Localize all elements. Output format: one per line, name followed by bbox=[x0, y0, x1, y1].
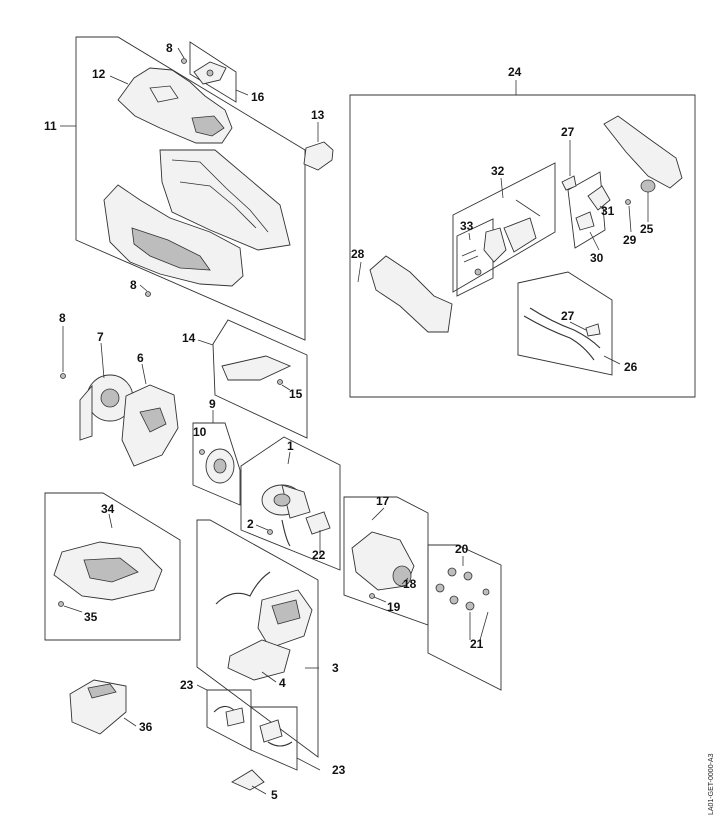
panel-26-cable bbox=[517, 271, 613, 376]
callout-numbers: 11 12 8 16 13 8 8 7 6 14 15 9 10 1 2 22 … bbox=[44, 41, 654, 802]
part-16-cover-plate bbox=[193, 61, 227, 85]
part-12-top-housing bbox=[117, 67, 233, 144]
callout-33: 33 bbox=[460, 219, 474, 233]
callout-3: 3 bbox=[332, 661, 339, 675]
callout-28: 28 bbox=[351, 247, 365, 261]
callout-20: 20 bbox=[455, 542, 469, 556]
part-4-tray bbox=[227, 639, 291, 681]
panel-34-base bbox=[44, 492, 181, 641]
part-1-motor bbox=[261, 484, 331, 547]
part-11-lower-housing bbox=[103, 149, 291, 287]
callout-6: 6 bbox=[137, 351, 144, 365]
callout-23: 23 bbox=[180, 678, 194, 692]
part-20-fasteners bbox=[435, 567, 490, 611]
callout-31: 31 bbox=[601, 204, 615, 218]
callout-24: 24 bbox=[508, 65, 522, 79]
leader-lines bbox=[60, 47, 649, 795]
part-drawings bbox=[53, 58, 683, 791]
callout-26: 26 bbox=[624, 360, 638, 374]
callout-34: 34 bbox=[101, 502, 115, 516]
part-17-gear-housing bbox=[351, 531, 415, 599]
panel-11-housing bbox=[75, 36, 306, 341]
callout-14: 14 bbox=[182, 331, 196, 345]
callout-27: 27 bbox=[561, 125, 575, 139]
callout-25: 25 bbox=[640, 222, 654, 236]
callout-9: 9 bbox=[209, 397, 216, 411]
part-8-screws bbox=[60, 58, 283, 385]
panel-33-spring bbox=[456, 218, 494, 297]
panel-20-fasteners bbox=[427, 544, 502, 691]
part-26-cable bbox=[523, 307, 601, 361]
callout-27: 27 bbox=[561, 309, 575, 323]
panel-9-fan bbox=[192, 422, 241, 506]
panel-1-motor bbox=[240, 436, 341, 571]
callout-11: 11 bbox=[44, 119, 57, 133]
part-30-knob bbox=[575, 185, 611, 231]
callout-19: 19 bbox=[387, 600, 401, 614]
part-3-electronics bbox=[215, 571, 313, 649]
part-27-clip bbox=[561, 175, 601, 337]
callout-29: 29 bbox=[623, 233, 637, 247]
callout-35: 35 bbox=[84, 610, 98, 624]
callout-13: 13 bbox=[311, 108, 325, 122]
callout-8: 8 bbox=[166, 41, 173, 55]
callout-8: 8 bbox=[130, 278, 137, 292]
part-32-switch bbox=[483, 199, 541, 263]
callout-15: 15 bbox=[289, 387, 303, 401]
callout-18: 18 bbox=[403, 577, 417, 591]
callout-16: 16 bbox=[251, 90, 265, 104]
callout-7: 7 bbox=[97, 330, 104, 344]
callout-1: 1 bbox=[287, 439, 294, 453]
panel-30-knob bbox=[567, 171, 606, 249]
callout-8: 8 bbox=[59, 311, 66, 325]
callout-12: 12 bbox=[92, 67, 106, 81]
part-36-battery-cover bbox=[69, 679, 127, 735]
panel-14-flap bbox=[212, 319, 308, 439]
assembly-panels bbox=[44, 36, 696, 771]
callout-21: 21 bbox=[470, 637, 484, 651]
part-7-volute bbox=[79, 374, 134, 441]
panel-23b-wiring bbox=[250, 706, 298, 771]
panel-16-cover bbox=[189, 41, 237, 103]
part-6-fan-housing bbox=[121, 384, 179, 467]
part-5-clip bbox=[231, 769, 265, 791]
part-9-fan-wheel bbox=[199, 448, 235, 484]
panel-24-handle bbox=[349, 94, 696, 398]
callout-5: 5 bbox=[271, 788, 278, 802]
part-29-screw bbox=[625, 199, 631, 205]
part-13-gasket bbox=[303, 141, 334, 171]
part-24-handle-frame bbox=[603, 115, 683, 193]
part-34-base bbox=[53, 541, 163, 607]
callout-30: 30 bbox=[590, 251, 604, 265]
callout-4: 4 bbox=[279, 676, 286, 690]
callout-32: 32 bbox=[491, 164, 505, 178]
panel-3-electronics bbox=[196, 519, 319, 758]
part-14-flap bbox=[221, 355, 292, 381]
part-23-wiring bbox=[213, 705, 293, 747]
panel-32-switch bbox=[452, 162, 556, 293]
part-28-handle-grip bbox=[369, 255, 453, 333]
callout-2: 2 bbox=[247, 517, 254, 531]
drawing-reference: LA01-GET-0000-A3 bbox=[708, 753, 715, 815]
callout-10: 10 bbox=[193, 425, 207, 439]
callout-36: 36 bbox=[139, 720, 153, 734]
callout-17: 17 bbox=[376, 494, 390, 508]
callout-22: 22 bbox=[312, 548, 326, 562]
part-33-spring bbox=[461, 249, 482, 276]
callout-23: 23 bbox=[332, 763, 346, 777]
